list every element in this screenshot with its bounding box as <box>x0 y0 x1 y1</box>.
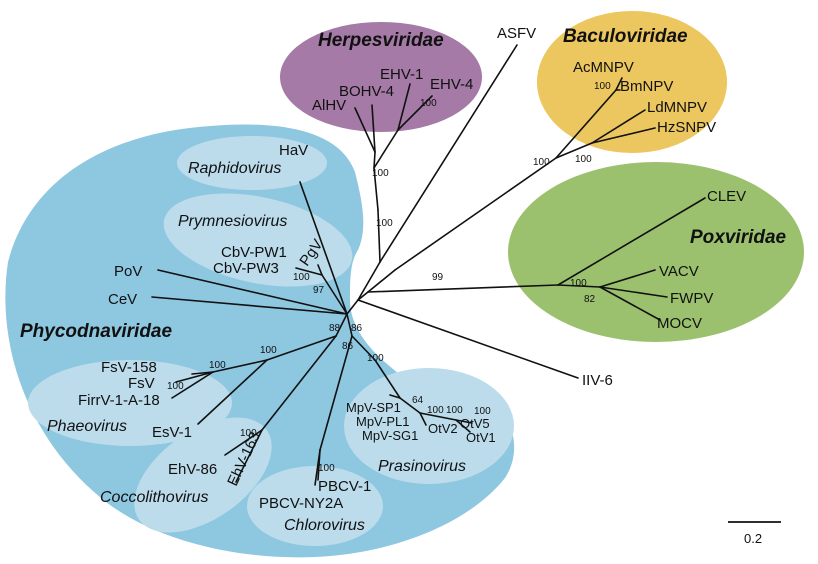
bootstrap-value: 100 <box>209 360 226 371</box>
bootstrap-value: 100 <box>167 381 184 392</box>
taxon-esv1: EsV-1 <box>152 424 192 441</box>
bootstrap-value: 100 <box>372 168 389 179</box>
taxon-cbvpw1: CbV-PW1 <box>221 244 287 261</box>
taxon-bohv4: BOHV-4 <box>339 83 394 100</box>
bootstrap-value: 100 <box>570 278 587 289</box>
taxon-ehv4: EHV-4 <box>430 76 473 93</box>
raphidovirus-region <box>177 136 327 190</box>
taxon-otv2: OtV2 <box>428 421 458 436</box>
bootstrap-value: 100 <box>575 154 592 165</box>
herpesviridae-label: Herpesviridae <box>318 30 444 51</box>
bootstrap-value: 100 <box>420 98 437 109</box>
taxon-clev: CLEV <box>707 188 746 205</box>
taxon-ehv1: EHV-1 <box>380 66 423 83</box>
chlorovirus-region <box>247 466 383 546</box>
bootstrap-value: 100 <box>260 345 277 356</box>
phaeovirus-label: Phaeovirus <box>47 418 127 435</box>
taxon-hav: HaV <box>279 142 308 159</box>
taxon-alhv: AlHV <box>312 97 346 114</box>
prasinovirus-label: Prasinovirus <box>378 458 466 475</box>
taxon-otv1: OtV1 <box>466 430 496 445</box>
taxon-cbvpw3: CbV-PW3 <box>213 260 279 277</box>
chlorovirus-label: Chlorovirus <box>284 517 365 534</box>
taxon-mpvpl1: MpV-PL1 <box>356 414 409 429</box>
bootstrap-value: 88 <box>329 323 341 334</box>
bootstrap-value: 82 <box>584 294 596 305</box>
coccolithovirus-label: Coccolithovirus <box>100 489 208 506</box>
bootstrap-value: 100 <box>376 218 393 229</box>
taxon-otv5: OtV5 <box>460 416 490 431</box>
taxon-cev: CeV <box>108 291 137 308</box>
prymnesiovirus-region <box>163 193 353 287</box>
herpesviridae-region <box>280 22 482 132</box>
taxon-bmnpv: BmNPV <box>620 78 673 95</box>
taxon-asfv: ASFV <box>497 25 536 42</box>
bootstrap-value: 100 <box>533 157 550 168</box>
tree-branches <box>151 44 706 486</box>
taxon-fwpv: FWPV <box>670 290 713 307</box>
taxon-iiv6: IIV-6 <box>582 372 613 389</box>
phaeovirus-region <box>28 360 232 446</box>
bootstrap-value: 86 <box>342 341 354 352</box>
bootstrap-value: 97 <box>313 285 325 296</box>
bootstrap-value: 100 <box>293 272 310 283</box>
prasinovirus-region <box>344 368 514 484</box>
poxviridae-region <box>508 162 804 342</box>
bootstrap-value: 86 <box>351 323 363 334</box>
taxon-vacv: VACV <box>659 263 699 280</box>
bootstrap-value: 100 <box>446 405 463 416</box>
taxon-mocv: MOCV <box>657 315 702 332</box>
prymnesiovirus-label: Prymnesiovirus <box>178 213 287 230</box>
taxon-acmnpv: AcMNPV <box>573 59 634 76</box>
baculoviridae-region <box>537 11 727 153</box>
taxon-firrv: FirrV-1-A-18 <box>78 392 160 409</box>
bootstrap-value: 100 <box>318 463 335 474</box>
taxon-ehv86: EhV-86 <box>168 461 217 478</box>
bootstrap-value: 99 <box>432 272 444 283</box>
taxon-ldmnpv: LdMNPV <box>647 99 707 116</box>
raphidovirus-label: Raphidovirus <box>188 160 281 177</box>
bootstrap-value: 100 <box>427 405 444 416</box>
bootstrap-value: 64 <box>412 395 424 406</box>
bootstrap-value: 100 <box>367 353 384 364</box>
taxon-mpvsp1: MpV-SP1 <box>346 400 401 415</box>
poxviridae-label: Poxviridae <box>690 227 787 248</box>
taxon-pbcv1: PBCV-1 <box>318 478 371 495</box>
phycodnaviridae-label: Phycodnaviridae <box>20 321 172 342</box>
bootstrap-value: 100 <box>474 406 491 417</box>
taxon-hzsnpv: HzSNPV <box>657 119 716 136</box>
taxon-mpvsg1: MpV-SG1 <box>362 428 418 443</box>
scale-bar-label: 0.2 <box>744 531 762 546</box>
taxon-fsv: FsV <box>128 375 155 392</box>
taxon-pbcvny2a: PBCV-NY2A <box>259 495 343 512</box>
bootstrap-value: 100 <box>240 428 257 439</box>
taxon-pov: PoV <box>114 263 142 280</box>
taxon-fsv158: FsV-158 <box>101 359 157 376</box>
baculoviridae-label: Baculoviridae <box>563 26 688 47</box>
bootstrap-value: 100 <box>594 81 611 92</box>
